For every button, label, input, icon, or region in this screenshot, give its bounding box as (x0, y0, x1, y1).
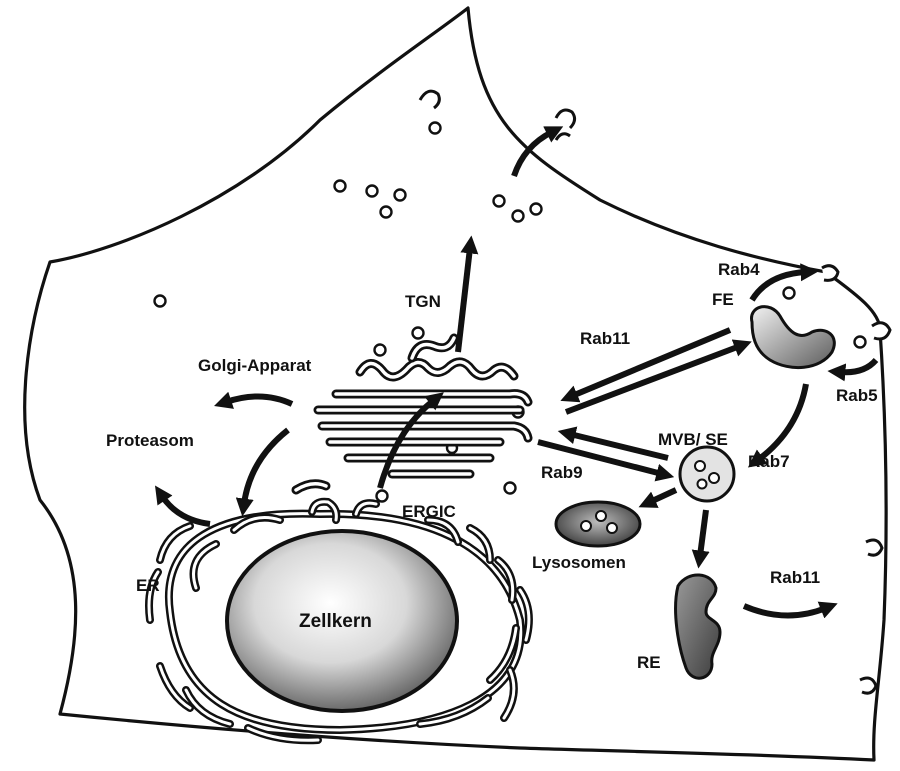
label-re: RE (637, 653, 661, 672)
cell-membrane (25, 8, 886, 760)
label-rab5: Rab5 (836, 386, 878, 405)
arrow-tgn-to-surface (458, 248, 470, 352)
arrow-mvb-to-lysosome (650, 490, 676, 502)
multivesicular-body (680, 447, 734, 501)
label-rab7: Rab7 (748, 452, 790, 471)
label-tgn: TGN (405, 292, 441, 311)
golgi-apparatus (296, 338, 528, 490)
arrow-re-to-membrane-rab11 (744, 606, 826, 616)
label-er: ER (136, 576, 160, 595)
lysosome (556, 502, 640, 546)
label-rab11-top: Rab11 (580, 329, 630, 348)
label-golgi-apparat: Golgi-Apparat (198, 356, 312, 375)
arrow-rab5-uptake (840, 360, 876, 372)
early-endosome (752, 307, 835, 368)
label-rab4: Rab4 (718, 260, 760, 279)
label-ergic: ERGIC (402, 502, 456, 521)
label-lysosomen: Lysosomen (532, 553, 626, 572)
recycling-endosome (676, 575, 720, 678)
arrow-mvb-to-re (700, 510, 706, 556)
arrow-rab4-recycle (752, 272, 806, 300)
arrow-fe-to-mvb-rab7 (758, 384, 806, 460)
arrow-er-to-proteasom (162, 496, 210, 524)
label-fe: FE (712, 290, 734, 309)
arrow-golgi-to-er (244, 430, 288, 504)
label-rab9: Rab9 (541, 463, 583, 482)
label-zellkern: Zellkern (299, 611, 372, 632)
arrow-golgi-to-fe (566, 346, 740, 412)
arrow-golgi-to-proteasom (226, 396, 292, 404)
label-proteasom: Proteasom (106, 431, 194, 450)
label-mvb-se: MVB/ SE (658, 430, 728, 449)
label-rab11-bottom: Rab11 (770, 568, 820, 587)
